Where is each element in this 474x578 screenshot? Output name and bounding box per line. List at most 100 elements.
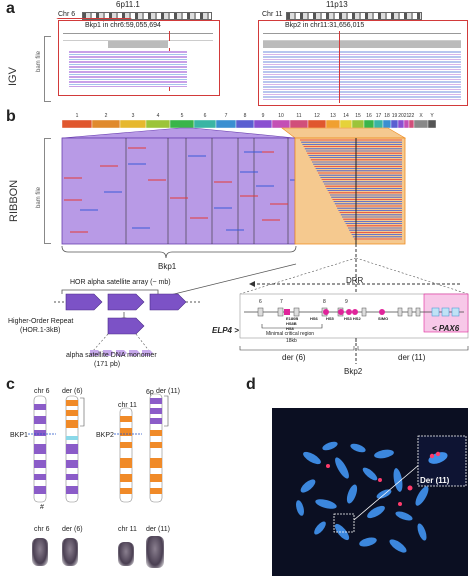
chromosome-label-3: 3	[132, 113, 135, 119]
hor-connector-line	[157, 263, 297, 299]
bkp1-label: Bkp1	[158, 262, 177, 271]
chromosome-segment-1	[61, 119, 93, 129]
chromosome-segment-16	[363, 119, 375, 129]
bkp2-label: Bkp2	[344, 367, 363, 376]
drr-element-6: 6	[259, 299, 262, 305]
chromosome-label-1: 1	[76, 113, 79, 119]
chromosome-label-12: 12	[314, 113, 320, 119]
fish-zoom-box	[333, 513, 355, 533]
igv-left-band: 6p11.1	[116, 0, 140, 9]
bkp1-bracket	[61, 245, 297, 259]
chromosome-segment-3	[119, 119, 147, 129]
chr6-top-label: chr 6	[34, 388, 50, 395]
minimal-region-label-1: Minimal critical region	[266, 331, 315, 337]
chromosome-segment-12	[307, 119, 327, 129]
chromosome-label-11: 11	[296, 113, 301, 119]
chromosome-label-Y: Y	[430, 113, 434, 119]
chr11-bottom-label: chr 11	[118, 526, 137, 533]
chromosome-label-9: 9	[262, 113, 265, 119]
drr-element-9: 9	[345, 299, 348, 305]
monomer-arrows	[90, 350, 153, 356]
chromosome-label-5: 5	[181, 113, 184, 119]
igv-left-ideogram	[82, 12, 212, 20]
purple-fan	[61, 127, 296, 139]
chromosome-segment-17	[373, 119, 384, 129]
chromosome-segment-15	[351, 119, 365, 129]
hor-arrows	[65, 293, 187, 311]
chr11-top-label: chr 11	[118, 402, 137, 409]
hor-repeat-label-1: Higher-Order Repeat	[8, 318, 74, 325]
fish-image	[272, 408, 468, 576]
der11-bottom-label: der (11)	[146, 526, 170, 533]
der11-photo	[146, 536, 164, 568]
chromosome-label-18: 18	[384, 113, 390, 119]
drr-enhancer-hs3-hs2: HS3 HS2	[344, 316, 361, 321]
chromosome-segment-14	[339, 119, 353, 129]
der6-photo	[62, 538, 78, 566]
der11-top-label: der (11)	[156, 388, 180, 395]
drr-enhancer-simo: SIMO	[378, 316, 389, 321]
chromosome-label-4: 4	[157, 113, 160, 119]
drr-enhancers	[284, 309, 385, 315]
chromosome-bar	[61, 119, 437, 129]
fish-zoom-line	[353, 463, 421, 521]
der6-top-label: der (6)	[62, 388, 83, 395]
igv-left-coverage	[63, 41, 213, 48]
chromosome-label-22: 22	[409, 113, 415, 119]
chr6-ideogram	[28, 395, 56, 503]
der11-bracket	[357, 346, 469, 351]
der11-ideogram	[149, 393, 169, 503]
der6-bottom-label: der (6)	[62, 526, 83, 533]
chr11-ideogram	[114, 407, 142, 503]
purple-reads-block	[61, 137, 296, 245]
monomer-label-2: (171 pb)	[94, 361, 121, 368]
bkp1-chrom-label: BKP1	[10, 432, 28, 439]
ideograms	[28, 393, 169, 503]
panel-c-letter: c	[6, 376, 15, 393]
chr6-photo	[32, 538, 48, 566]
chromosome-label-19: 19	[392, 113, 398, 119]
igv-right-ideogram	[286, 12, 422, 20]
der6-ideogram	[65, 395, 85, 503]
igv-right-reads	[263, 51, 461, 101]
igv-left-ruler	[63, 33, 213, 41]
chromosome-label-X: X	[419, 113, 423, 119]
orange-reads-marks	[300, 139, 402, 240]
chr11-photo	[118, 542, 134, 566]
panel-a-track-label: bam file	[36, 50, 42, 72]
hor-repeat-shape	[107, 317, 145, 335]
igv-right-band: 11p13	[326, 0, 348, 9]
drr-connector-right	[355, 257, 469, 295]
chromosome-label-17: 17	[376, 113, 382, 119]
chromosome-segment-X	[413, 119, 429, 129]
drr-enhancer-e180b: E180B HS8B HS8	[286, 316, 299, 331]
minimal-region-label-2: 18kb	[286, 338, 297, 344]
fish-inset	[417, 435, 467, 487]
elp4-label: ELP4 >	[212, 326, 239, 335]
igv-right-view: Bkp2 in chr11:31,656,015	[258, 20, 468, 106]
der6-label: der (6)	[282, 353, 306, 362]
chr6-bottom-label: chr 6	[34, 526, 50, 533]
chromosome-label-13: 13	[330, 113, 336, 119]
purple-reads-marks	[64, 147, 308, 233]
igv-right-ruler	[263, 33, 461, 41]
chromosome-segment-22	[408, 119, 415, 129]
igv-right-bkp-line	[339, 31, 340, 103]
igv-right-bkp-label: Bkp2 in chr11:31,656,015	[285, 22, 365, 29]
chromosome-label-2: 2	[105, 113, 108, 119]
chromosome-label-8: 8	[244, 113, 247, 119]
centromere-hash: #	[40, 504, 44, 511]
band-6p-label: 6p	[146, 389, 154, 396]
igv-right-chr: Chr 11	[262, 11, 283, 18]
chromosome-label-21: 21	[404, 113, 410, 119]
panel-b-track-bracket	[44, 138, 51, 244]
purple-read-dividers	[125, 138, 289, 244]
chromosome-segment-6	[193, 119, 217, 129]
fish-chromosomes	[296, 435, 467, 553]
der6-bracket	[239, 346, 355, 351]
hor-array-label: HOR alpha satellite array (~ mb)	[70, 279, 171, 286]
chromosome-segment-2	[91, 119, 121, 129]
igv-left-bkp-label: Bkp1 in chr6:59,055,694	[85, 22, 161, 29]
